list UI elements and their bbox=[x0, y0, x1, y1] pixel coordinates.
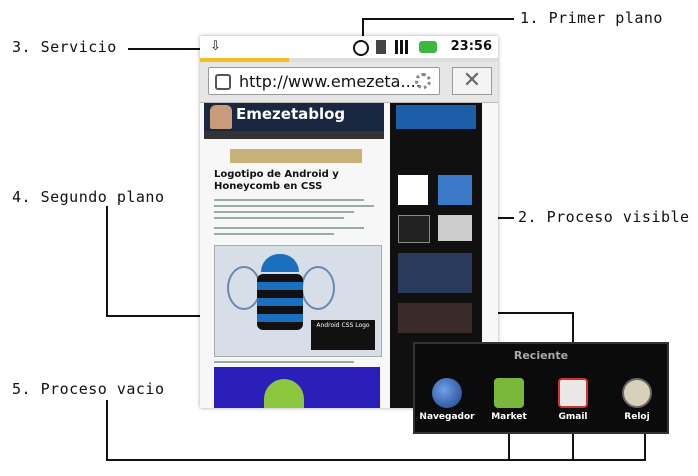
recent-title: Reciente bbox=[513, 349, 569, 362]
callout-proceso-visible: 2. Proceso visible bbox=[518, 208, 690, 226]
text-line bbox=[214, 233, 334, 235]
sync-icon bbox=[353, 40, 369, 56]
text-line bbox=[214, 227, 364, 229]
site-banner[interactable]: Emezetablog bbox=[204, 103, 384, 131]
app-label: Gmail bbox=[558, 412, 588, 422]
ad-strip[interactable] bbox=[230, 149, 362, 163]
article-title[interactable]: Logotipo de Android y Honeycomb en CSS bbox=[214, 169, 339, 192]
url-input[interactable]: http://www.emezeta.... bbox=[208, 67, 440, 95]
clock-icon bbox=[622, 378, 652, 408]
stop-loading-button[interactable]: ✕ bbox=[452, 67, 492, 95]
sidebar-thumb[interactable] bbox=[398, 215, 430, 243]
author-avatar bbox=[210, 105, 232, 129]
app-label: Reloj bbox=[624, 412, 650, 422]
android-robot-icon bbox=[264, 379, 304, 408]
connector-recent-top bbox=[490, 312, 572, 314]
android-bee-head bbox=[261, 254, 299, 272]
text-line bbox=[214, 361, 354, 363]
download-icon: ⇩ bbox=[210, 39, 221, 54]
bee-wing-left bbox=[227, 266, 261, 310]
url-text: http://www.emezeta.... bbox=[239, 72, 421, 91]
text-line bbox=[214, 205, 374, 207]
connector-reloj-drop bbox=[644, 432, 646, 460]
callout-servicio: 3. Servicio bbox=[12, 38, 117, 56]
connector-market-drop bbox=[508, 432, 510, 460]
connector-proceso-vacio-v bbox=[106, 400, 108, 460]
recent-apps-panel: Reciente Navegador Market Gmail Reloj bbox=[413, 342, 669, 434]
connector-segundo-plano-v bbox=[106, 206, 108, 316]
recent-app-gmail[interactable]: Gmail bbox=[541, 378, 605, 422]
sidebar-thumb[interactable] bbox=[398, 253, 472, 293]
connector-proceso-vacio-h bbox=[106, 459, 646, 461]
gmail-icon bbox=[558, 378, 588, 408]
text-line bbox=[214, 211, 354, 213]
sidebar-thumb[interactable] bbox=[438, 175, 472, 205]
bee-wing-right bbox=[301, 266, 335, 310]
android-image-2[interactable] bbox=[214, 367, 380, 408]
text-line bbox=[214, 199, 364, 201]
signal-icon bbox=[395, 40, 411, 54]
recent-app-market[interactable]: Market bbox=[477, 378, 541, 422]
connector-primer-plano bbox=[362, 18, 514, 20]
callout-primer-plano: 1. Primer plano bbox=[520, 9, 663, 27]
battery-icon bbox=[419, 41, 437, 53]
sidebar-thumb[interactable] bbox=[438, 215, 472, 241]
market-bag-icon bbox=[494, 378, 524, 408]
android-honeycomb-image[interactable]: Android CSS Logo bbox=[214, 245, 382, 357]
connector-primer-plano-drop bbox=[362, 18, 364, 38]
url-bar: http://www.emezeta.... ✕ bbox=[200, 62, 498, 103]
sidebar-thumb[interactable] bbox=[398, 303, 472, 333]
connector-gmail-drop bbox=[572, 432, 574, 460]
site-nav[interactable] bbox=[204, 131, 384, 139]
progress-fill bbox=[200, 58, 290, 62]
loading-spinner-icon bbox=[415, 73, 431, 89]
status-bar: ⇩ 23:56 bbox=[200, 36, 498, 58]
status-time: 23:56 bbox=[450, 39, 492, 54]
site-name: Emezetablog bbox=[236, 105, 346, 123]
globe-icon bbox=[432, 378, 462, 408]
image-caption: Android CSS Logo bbox=[311, 320, 375, 350]
connector-recent-drop bbox=[572, 312, 574, 344]
recent-app-reloj[interactable]: Reloj bbox=[605, 378, 669, 422]
sidebar-thumb[interactable] bbox=[398, 175, 428, 205]
text-line bbox=[214, 217, 344, 219]
callout-segundo-plano: 4. Segundo plano bbox=[12, 188, 165, 206]
page-load-progress bbox=[200, 58, 498, 62]
callout-proceso-vacio: 5. Proceso vacio bbox=[12, 380, 165, 398]
sidebar-ad[interactable] bbox=[396, 105, 476, 129]
app-label: Navegador bbox=[419, 412, 475, 422]
android-bee-body bbox=[257, 274, 303, 330]
connector-servicio bbox=[128, 48, 208, 50]
favicon-icon bbox=[215, 74, 231, 90]
recent-app-navegador[interactable]: Navegador bbox=[415, 378, 479, 422]
sd-card-icon bbox=[376, 40, 386, 54]
app-label: Market bbox=[491, 412, 527, 422]
connector-proceso-visible bbox=[486, 217, 514, 219]
connector-segundo-plano-h bbox=[106, 315, 204, 317]
